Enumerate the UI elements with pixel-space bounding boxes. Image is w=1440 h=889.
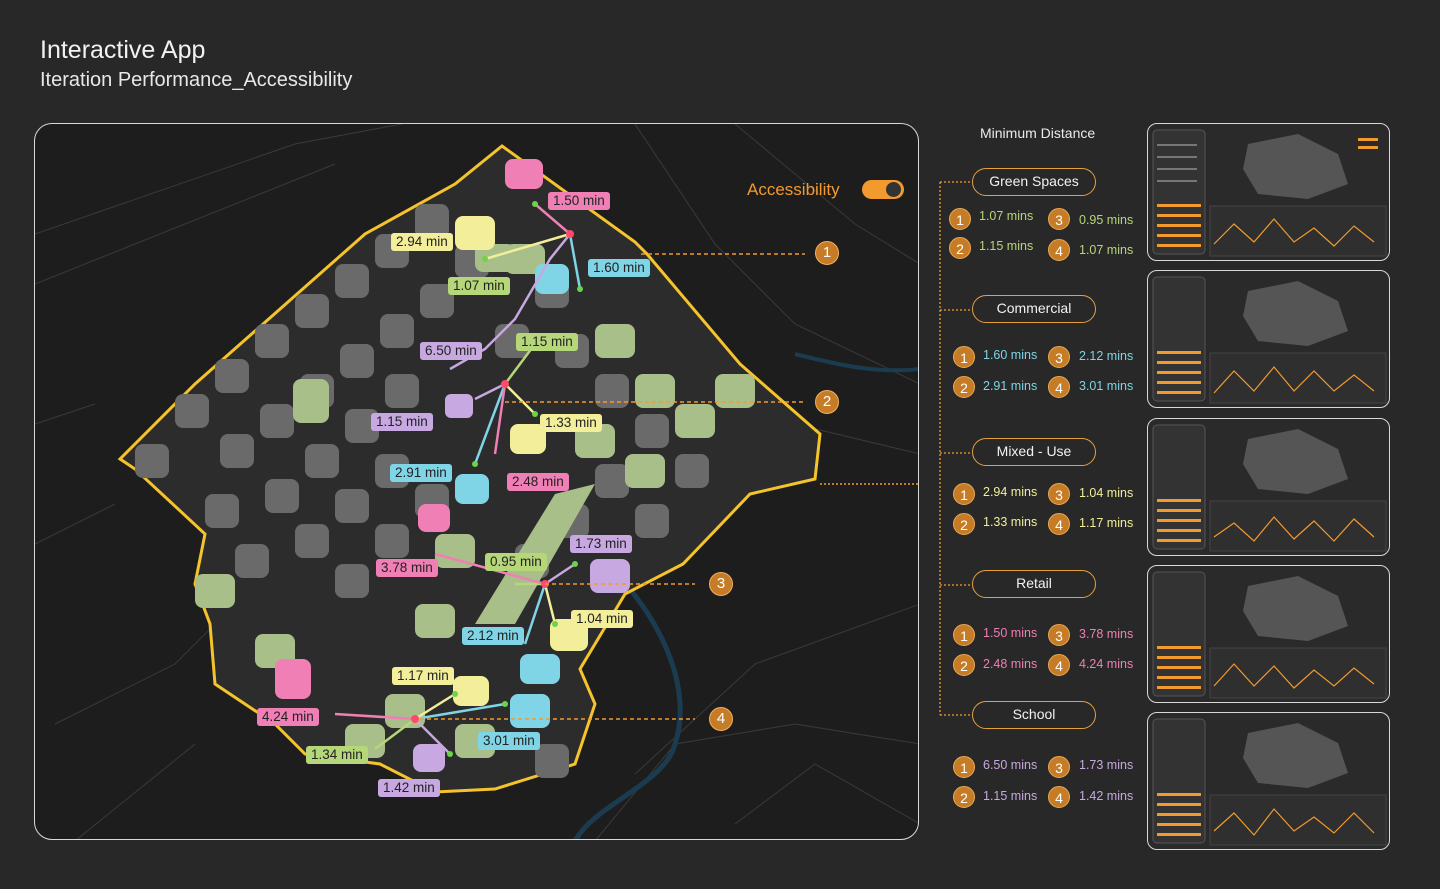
time-label: 1.15 min	[516, 333, 578, 351]
value-text: 4.24 mins	[1079, 657, 1134, 671]
value-index: 4	[1048, 239, 1070, 261]
value-index: 1	[953, 346, 975, 368]
value-text: 1.33 mins	[983, 515, 1038, 529]
time-label: 0.95 min	[485, 553, 547, 571]
app-title: Interactive App	[40, 36, 206, 64]
value-text: 2.91 mins	[983, 379, 1038, 393]
value-text: 1.15 mins	[983, 789, 1038, 803]
category-retail[interactable]: Retail	[972, 570, 1096, 598]
value-index: 3	[1048, 483, 1070, 505]
app-thumbnail-green-spaces[interactable]	[1147, 123, 1390, 261]
value-text: 1.42 mins	[1079, 789, 1134, 803]
time-label: 1.34 min	[306, 746, 368, 764]
value-text: 2.48 mins	[983, 657, 1038, 671]
value-index: 2	[953, 786, 975, 808]
app-thumbnail-mixed-use[interactable]	[1147, 418, 1390, 556]
map-panel[interactable]: Accessibility 1.50 min 2.94 min 1.60 min…	[34, 123, 919, 840]
time-label: 1.07 min	[448, 277, 510, 295]
value-text: 1.15 mins	[979, 239, 1034, 253]
toggle-knob	[886, 182, 901, 197]
marker-3[interactable]: 3	[709, 572, 733, 596]
time-label: 1.17 min	[392, 667, 454, 685]
value-index: 1	[949, 208, 971, 230]
time-label: 1.15 min	[371, 413, 433, 431]
thumbnail-graphic	[1152, 718, 1387, 846]
category-green-spaces[interactable]: Green Spaces	[972, 168, 1096, 196]
map-canvas[interactable]	[35, 124, 919, 840]
thumbnail-graphic	[1152, 276, 1387, 404]
background-streets	[35, 124, 918, 839]
category-commercial[interactable]: Commercial	[972, 295, 1096, 323]
marker-1[interactable]: 1	[815, 241, 839, 265]
page-subtitle: Iteration Performance_Accessibility	[40, 69, 353, 91]
minimum-distance-title: Minimum Distance	[980, 125, 1096, 141]
time-label: 3.78 min	[376, 559, 438, 577]
time-label: 2.91 min	[390, 464, 452, 482]
app-thumbnail-school[interactable]	[1147, 712, 1390, 850]
category-school[interactable]: School	[972, 701, 1096, 729]
value-text: 1.07 mins	[979, 209, 1034, 223]
value-text: 1.73 mins	[1079, 758, 1134, 772]
value-text: 1.07 mins	[1079, 243, 1134, 257]
time-label: 4.24 min	[257, 708, 319, 726]
value-index: 3	[1048, 756, 1070, 778]
value-text: 3.01 mins	[1079, 379, 1134, 393]
value-text: 2.94 mins	[983, 485, 1038, 499]
thumbnail-graphic	[1152, 571, 1387, 699]
time-label: 2.94 min	[391, 233, 453, 251]
value-text: 3.78 mins	[1079, 627, 1134, 641]
value-index: 1	[953, 624, 975, 646]
value-index: 3	[1048, 208, 1070, 230]
river-branch	[794, 352, 918, 373]
value-text: 1.50 mins	[983, 626, 1038, 640]
marker-leaders	[420, 253, 805, 720]
value-text: 1.04 mins	[1079, 486, 1134, 500]
marker-4[interactable]: 4	[709, 707, 733, 731]
category-tree-lines	[939, 181, 972, 716]
value-index: 4	[1048, 513, 1070, 535]
time-label: 1.33 min	[540, 414, 602, 432]
value-index: 2	[953, 654, 975, 676]
value-index: 2	[949, 237, 971, 259]
value-text: 2.12 mins	[1079, 349, 1134, 363]
value-index: 4	[1048, 786, 1070, 808]
time-label: 1.50 min	[548, 192, 610, 210]
route-lines	[334, 203, 582, 755]
value-index: 1	[953, 483, 975, 505]
app-thumbnail-commercial[interactable]	[1147, 270, 1390, 408]
category-mixed-use[interactable]: Mixed - Use	[972, 438, 1096, 466]
value-index: 2	[953, 513, 975, 535]
value-index: 2	[953, 376, 975, 398]
thumbnail-graphic	[1152, 129, 1387, 257]
time-label: 1.42 min	[378, 779, 440, 797]
time-label: 3.01 min	[478, 732, 540, 750]
value-index: 1	[953, 756, 975, 778]
value-text: 1.60 mins	[983, 348, 1038, 362]
value-index: 4	[1048, 654, 1070, 676]
time-label: 1.73 min	[570, 535, 632, 553]
value-text: 1.17 mins	[1079, 516, 1134, 530]
value-text: 6.50 mins	[983, 758, 1038, 772]
value-index: 3	[1048, 624, 1070, 646]
accessibility-toggle-label: Accessibility	[747, 180, 840, 199]
value-text: 0.95 mins	[1079, 213, 1134, 227]
time-label: 1.04 min	[571, 610, 633, 628]
time-label: 2.12 min	[462, 627, 524, 645]
value-index: 3	[1048, 346, 1070, 368]
time-label: 1.60 min	[588, 259, 650, 277]
accessibility-toggle[interactable]	[862, 180, 904, 199]
river	[573, 552, 683, 839]
marker-2[interactable]: 2	[815, 390, 839, 414]
app-thumbnail-retail[interactable]	[1147, 565, 1390, 703]
time-label: 6.50 min	[420, 342, 482, 360]
value-index: 4	[1048, 376, 1070, 398]
time-label: 2.48 min	[507, 473, 569, 491]
highlight-blocks	[275, 159, 630, 772]
thumbnail-graphic	[1152, 424, 1387, 552]
